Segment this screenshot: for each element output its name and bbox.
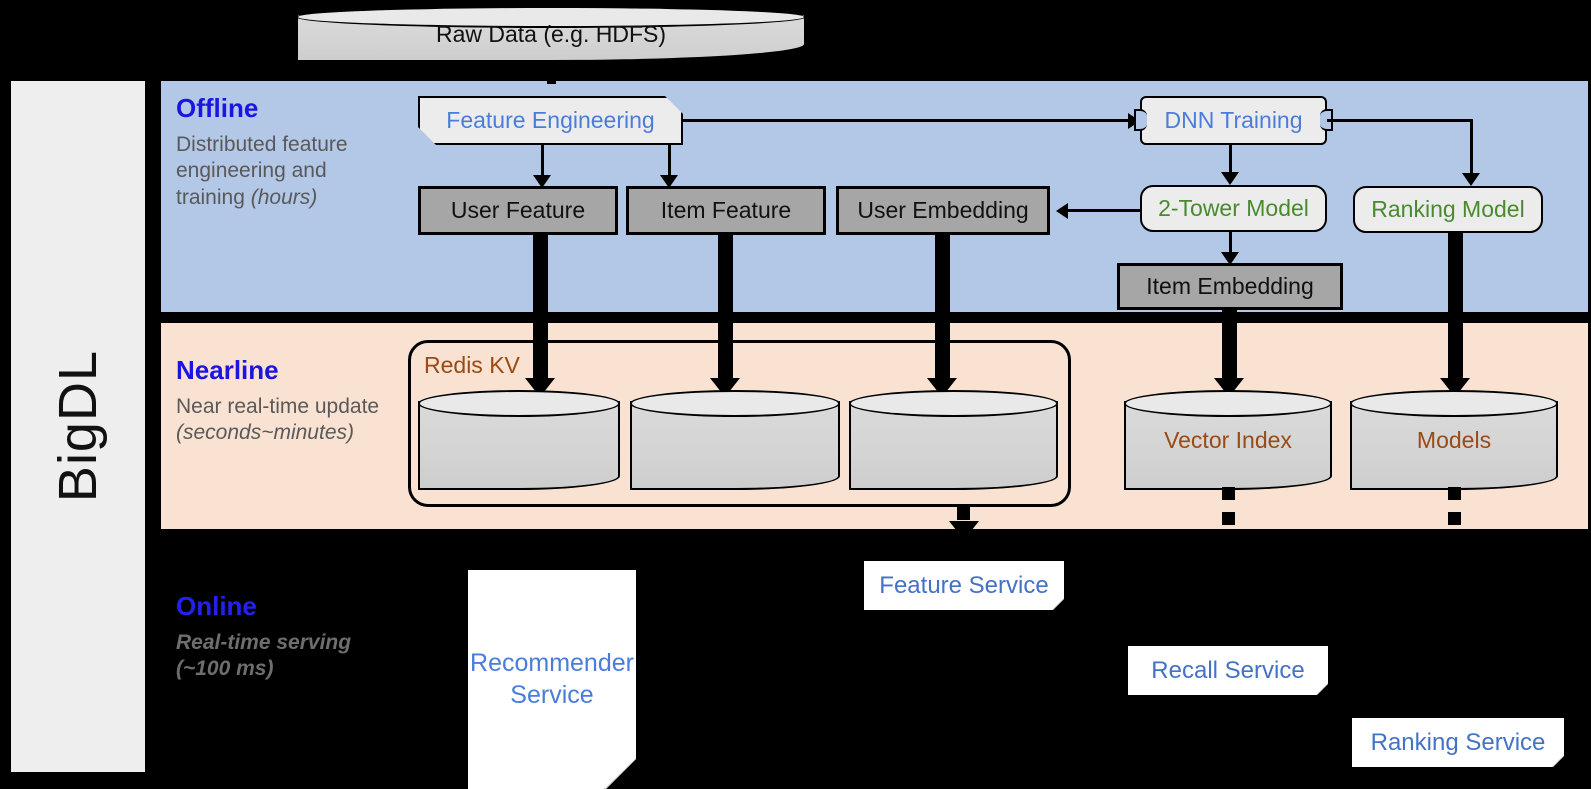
recommender-service-label: Recommender Service [470, 649, 634, 709]
bigdl-label: BigDL [48, 350, 108, 503]
models-label: Models [1416, 426, 1492, 453]
store-user-embedding-cylinder[interactable] [849, 390, 1058, 490]
nearline-label-block: Nearline Near real-time update (seconds~… [176, 356, 391, 447]
arrow-fe-to-userfeature-line [541, 145, 544, 180]
arrow-dnn-to-2tower-line [1229, 145, 1232, 176]
feed-rankingmodel-line [1448, 233, 1463, 386]
user-embedding-label: User Embedding [857, 197, 1029, 223]
arrow-dnn-to-2tower-head [1221, 172, 1239, 185]
dnn-notch-left [1134, 109, 1147, 131]
online-label-block: Online Real-time serving (~100 ms) [176, 592, 391, 683]
models-cylinder[interactable]: Models [1350, 390, 1558, 490]
dash-models-1 [1448, 487, 1461, 500]
feature-engineering-label: Feature Engineering [446, 107, 655, 133]
feed-userfeature-line [533, 235, 548, 386]
dnn-training-label: DNN Training [1164, 107, 1303, 133]
feature-engineering-box[interactable]: Feature Engineering [418, 96, 683, 145]
ranking-model-box[interactable]: Ranking Model [1353, 186, 1543, 233]
offline-title: Offline [176, 93, 259, 123]
arrow-2tower-to-itememb-head [1221, 252, 1239, 265]
user-feature-label: User Feature [450, 197, 586, 223]
user-embedding-box[interactable]: User Embedding [836, 186, 1050, 235]
item-feature-box[interactable]: Item Feature [626, 186, 826, 235]
arrow-fe-to-dnn-line [683, 119, 1129, 122]
dnn-training-box[interactable]: DNN Training [1140, 96, 1327, 145]
dash-vectorindex-1 [1222, 487, 1235, 500]
item-feature-label: Item Feature [660, 197, 792, 223]
store-user-feature-cylinder[interactable] [418, 390, 620, 490]
ranking-service-label: Ranking Service [1370, 728, 1546, 756]
arrow-dnn-to-ranking-h [1327, 119, 1473, 122]
raw-data-label: Raw Data (e.g. HDFS) [435, 20, 667, 47]
redis-kv-label: Redis KV [424, 352, 520, 378]
arrow-dnn-to-ranking-head [1462, 173, 1480, 186]
online-subtitle: Real-time serving (~100 ms) [176, 630, 352, 681]
recall-service-card[interactable]: Recall Service [1128, 646, 1328, 695]
recommender-service-card[interactable]: Recommender Service [468, 570, 636, 789]
offline-subtitle: Distributed feature engineering and trai… [176, 132, 348, 210]
arrow-rawdata-to-fe-head [536, 62, 566, 81]
arrow-2tower-to-userembedding-line [1068, 209, 1140, 212]
cylinder-top [296, 6, 806, 28]
arrow-2tower-to-itememb-line [1229, 232, 1232, 259]
feature-service-label: Feature Service [879, 571, 1049, 599]
arrow-2tower-to-userembedding-head [1056, 203, 1068, 219]
arrow-fe-to-itemfeature-line [668, 145, 671, 180]
dash-models-2 [1448, 512, 1461, 525]
vector-index-cylinder[interactable]: Vector Index [1124, 390, 1332, 490]
arrow-redis-to-featureservice-head [949, 521, 979, 540]
redis-kv-container [408, 340, 1071, 507]
dash-featureservice-1 [957, 507, 970, 520]
arrow-fe-to-userfeature-head [533, 175, 551, 188]
feed-itemembedding-line [1222, 310, 1237, 386]
online-title: Online [176, 591, 257, 621]
vector-index-label: Vector Index [1164, 426, 1292, 453]
nearline-subtitle: Near real-time update (seconds~minutes) [176, 394, 380, 445]
feature-service-card[interactable]: Feature Service [864, 561, 1064, 610]
arrow-dnn-to-ranking-v [1470, 119, 1473, 178]
nearline-title: Nearline [176, 355, 279, 385]
two-tower-model-box[interactable]: 2-Tower Model [1140, 185, 1327, 232]
two-tower-model-label: 2-Tower Model [1158, 195, 1309, 221]
store-item-feature-cylinder[interactable] [630, 390, 840, 490]
feed-userembedding-line [935, 235, 950, 386]
ranking-model-label: Ranking Model [1371, 196, 1525, 222]
recall-service-label: Recall Service [1151, 656, 1305, 684]
bigdl-rail: BigDL [8, 78, 148, 775]
feed-itemfeature-line [718, 235, 733, 386]
ranking-service-card[interactable]: Ranking Service [1352, 718, 1564, 767]
item-embedding-box[interactable]: Item Embedding [1117, 263, 1343, 310]
arrow-fe-to-itemfeature-head [660, 175, 678, 188]
dash-vectorindex-2 [1222, 512, 1235, 525]
user-feature-box[interactable]: User Feature [418, 186, 618, 235]
item-embedding-label: Item Embedding [1146, 273, 1314, 299]
offline-label-block: Offline Distributed feature engineering … [176, 94, 391, 212]
raw-data-cylinder: Raw Data (e.g. HDFS) [296, 6, 806, 62]
